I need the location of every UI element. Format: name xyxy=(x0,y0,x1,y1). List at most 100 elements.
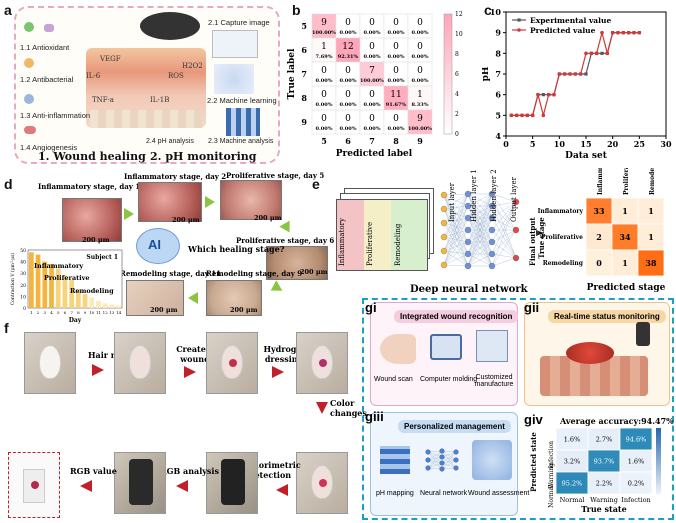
d-bar xyxy=(69,280,74,308)
cm-b-xtick: 5 xyxy=(321,136,327,146)
c-xtick: 5 xyxy=(530,139,536,149)
item-machine-analysis: 2.3 Machine analysis xyxy=(208,138,274,145)
g-col-label: Normal xyxy=(560,496,585,504)
nn-edge xyxy=(443,205,469,238)
cm-b-percent: 0.00% xyxy=(364,126,381,132)
nn-edge xyxy=(491,253,517,259)
nn-edge xyxy=(491,201,517,243)
cm-b-xtick: 6 xyxy=(345,136,351,146)
photo-mouse-1 xyxy=(24,332,76,394)
rgb-value-box xyxy=(8,452,60,518)
nn-edge xyxy=(491,201,517,255)
c-xtick: 20 xyxy=(607,139,619,149)
c-point-pred xyxy=(568,72,572,76)
ai-text: AI xyxy=(148,237,161,252)
nn-edge xyxy=(491,201,517,219)
step-colorimetric: Colorimetric detection xyxy=(244,460,301,480)
arrow-d5 xyxy=(188,292,198,304)
brain-network-icon xyxy=(214,64,254,94)
mouse-illustration xyxy=(140,12,200,40)
nn-edge xyxy=(491,193,517,203)
c-point-pred xyxy=(632,30,636,35)
sheet-label-remod: Remodeling xyxy=(394,223,402,266)
c-point-pred xyxy=(584,51,588,56)
ai-brain-icon xyxy=(136,228,180,264)
nn-edge xyxy=(467,217,493,267)
cm-b-cell xyxy=(407,13,433,39)
arrow-d1 xyxy=(124,208,134,220)
d-bar xyxy=(49,263,54,308)
nn-edge xyxy=(427,450,443,461)
e-cell xyxy=(611,223,639,251)
cm-b-count: 0 xyxy=(345,18,351,28)
d-bar xyxy=(96,301,101,308)
panel-c-label: c xyxy=(484,2,492,18)
cm-b-cell xyxy=(311,13,337,39)
bacteria-icon xyxy=(24,58,34,68)
c-legend-text: Predicted value xyxy=(530,26,596,35)
nn-edge xyxy=(443,229,469,266)
panel-b-label: b xyxy=(292,2,301,18)
step-rgb-analysis: RGB analysis xyxy=(160,466,219,476)
d-stage-remod: Remodeling xyxy=(70,287,114,295)
nn-edge xyxy=(443,193,469,224)
nn-edge xyxy=(443,205,469,210)
nn-edge xyxy=(443,194,469,207)
nn-edge xyxy=(491,201,517,231)
e-cell xyxy=(637,249,665,277)
nn-edge xyxy=(491,229,517,243)
d-ytick: 40 xyxy=(20,260,26,266)
cm-b-cell xyxy=(359,109,385,135)
nn-node xyxy=(464,190,472,198)
nn-node xyxy=(464,202,472,210)
cm-b-count: 0 xyxy=(321,66,327,76)
c-point-pred xyxy=(536,92,540,97)
cm-b-ylabel: True label xyxy=(287,48,297,99)
d-xtick: 5 xyxy=(57,310,60,315)
cm-b-percent: 0.00% xyxy=(388,54,405,60)
state-confusion-matrix: 1.6%2.7%94.6%3.2%93.7%1.6%95.2%2.2%0.2%I… xyxy=(529,427,661,514)
c-xtick: 10 xyxy=(554,139,566,149)
nn-edge xyxy=(443,208,469,219)
nn-node xyxy=(439,460,445,466)
photo-mouse-2 xyxy=(114,332,166,394)
cm-b-percent: 8.33% xyxy=(412,102,429,108)
cm-b-count: 0 xyxy=(369,90,375,100)
nn-node xyxy=(488,262,496,270)
cm-b-colorbar-tick: 0 xyxy=(455,131,459,138)
cm-b-count: 1 xyxy=(417,90,423,100)
d-stage-prolif: Proliferative xyxy=(44,274,90,282)
c-ytick: 7 xyxy=(495,69,501,79)
nn-edge xyxy=(443,205,469,252)
nn-edge xyxy=(491,229,517,259)
item-antibacterial: 1.2 Antibacterial xyxy=(20,75,74,84)
caption-inflam-day2: Inflammatory stage, day 2 xyxy=(124,172,227,181)
cm-b-count: 0 xyxy=(417,18,423,28)
g-value: 94.6% xyxy=(626,436,647,444)
nn-edge xyxy=(443,264,469,267)
nn-edge xyxy=(491,193,517,259)
d-bar xyxy=(82,294,88,308)
photo-phone-2 xyxy=(114,452,166,514)
c-point-exp xyxy=(541,93,545,97)
nn-edge xyxy=(443,222,469,267)
nn-node xyxy=(440,247,448,255)
cm-b-percent: 0.00% xyxy=(316,126,333,132)
nn-edge xyxy=(491,217,517,259)
c-xtick: 30 xyxy=(660,139,672,149)
cm-b-percent: 0.00% xyxy=(388,78,405,84)
cm-b-xtick: 8 xyxy=(393,136,399,146)
nn-edge xyxy=(427,450,443,469)
nn-edge xyxy=(467,205,493,267)
cm-b-colorbar xyxy=(443,13,453,135)
arrow-f4 xyxy=(316,402,328,414)
panel-d-label: d xyxy=(4,176,13,192)
nn-edge xyxy=(491,229,517,267)
cm-b-count: 0 xyxy=(393,114,399,124)
nn-edge xyxy=(441,459,457,470)
item-capture-image: 2.1 Capture image xyxy=(208,18,270,27)
cm-b-cell xyxy=(359,37,385,63)
nn-node xyxy=(512,198,520,206)
gi-item-molding: Computer molding xyxy=(420,376,478,383)
